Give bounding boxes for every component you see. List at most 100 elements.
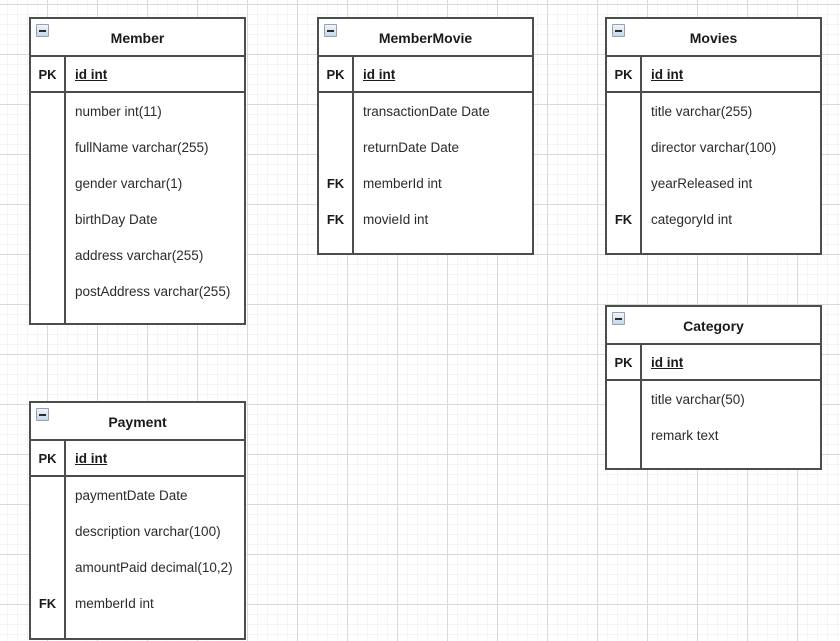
key-constraint-label (607, 93, 642, 129)
key-constraint-label: FK (607, 201, 642, 237)
key-constraint-label (31, 273, 66, 309)
field-row[interactable]: transactionDate Date (319, 93, 532, 129)
field-column-spacer (354, 237, 532, 253)
entity-bottom-spacer (319, 237, 532, 253)
key-constraint-label: PK (31, 57, 66, 91)
entity-bottom-spacer (607, 237, 820, 253)
field-definition-label: id int (75, 66, 108, 82)
key-constraint-label (31, 549, 66, 585)
key-constraint-label: PK (31, 441, 66, 475)
field-row[interactable]: postAddress varchar(255) (31, 273, 244, 309)
field-definition-label: id int (75, 450, 108, 466)
field-definition-label: number int(11) (75, 103, 162, 119)
entity-title-bar: Member (31, 19, 244, 57)
entity-bottom-spacer (31, 621, 244, 638)
field-row[interactable]: title varchar(50) (607, 381, 820, 417)
entity-title-bar: Payment (31, 403, 244, 441)
field-column-spacer (66, 621, 244, 638)
field-definition-label: title varchar(50) (651, 391, 745, 407)
field-definition-label: memberId int (363, 175, 442, 191)
key-constraint-label (607, 129, 642, 165)
field-definition-label: paymentDate Date (75, 487, 188, 503)
key-constraint-label: FK (319, 201, 354, 237)
primary-key-row[interactable]: PK id int (31, 57, 244, 93)
key-column-spacer (31, 309, 66, 323)
field-row[interactable]: paymentDate Date (31, 477, 244, 513)
collapse-minus-icon[interactable] (36, 24, 49, 37)
entity-name-label: MemberMovie (378, 30, 473, 46)
entity-title-bar: MemberMovie (319, 19, 532, 57)
field-row[interactable]: fullName varchar(255) (31, 129, 244, 165)
field-row[interactable]: amountPaid decimal(10,2) (31, 549, 244, 585)
field-definition-label: amountPaid decimal(10,2) (75, 559, 233, 575)
key-constraint-label (607, 417, 642, 453)
key-column-spacer (319, 237, 354, 253)
collapse-minus-icon[interactable] (612, 312, 625, 325)
field-row[interactable]: address varchar(255) (31, 237, 244, 273)
field-definition-label: birthDay Date (75, 211, 158, 227)
key-constraint-label: PK (319, 57, 354, 91)
entity-name-label: Movies (689, 30, 738, 46)
field-row[interactable]: director varchar(100) (607, 129, 820, 165)
field-column-spacer (66, 309, 244, 323)
collapse-minus-icon[interactable] (36, 408, 49, 421)
field-definition-label: transactionDate Date (363, 103, 490, 119)
entity-title-bar: Movies (607, 19, 820, 57)
entity-name-label: Category (683, 318, 744, 334)
field-row[interactable]: FK categoryId int (607, 201, 820, 237)
key-constraint-label (607, 165, 642, 201)
entity-field-list: PK id int number int(11) fullName varchar(2… (31, 57, 244, 323)
field-row[interactable]: birthDay Date (31, 201, 244, 237)
entity-name-label: Payment (108, 414, 167, 430)
key-constraint-label (319, 129, 354, 165)
entity-bottom-spacer (607, 453, 820, 468)
field-definition-label: address varchar(255) (75, 247, 204, 263)
key-constraint-label (31, 237, 66, 273)
field-definition-label: id int (363, 66, 396, 82)
key-column-spacer (607, 453, 642, 468)
field-definition-label: title varchar(255) (651, 103, 753, 119)
field-row[interactable]: returnDate Date (319, 129, 532, 165)
key-constraint-label (31, 477, 66, 513)
entity-bottom-spacer (31, 309, 244, 323)
collapse-minus-icon[interactable] (612, 24, 625, 37)
field-row[interactable]: yearReleased int (607, 165, 820, 201)
primary-key-row[interactable]: PK id int (319, 57, 532, 93)
field-row[interactable]: title varchar(255) (607, 93, 820, 129)
key-constraint-label (607, 381, 642, 417)
key-column-spacer (31, 621, 66, 638)
field-definition-label: movieId int (363, 211, 429, 227)
field-column-spacer (642, 237, 820, 253)
primary-key-row[interactable]: PK id int (607, 345, 820, 381)
key-constraint-label (319, 93, 354, 129)
field-definition-label: yearReleased int (651, 175, 753, 191)
key-constraint-label: FK (319, 165, 354, 201)
primary-key-row[interactable]: PK id int (31, 441, 244, 477)
field-row[interactable]: FK movieId int (319, 201, 532, 237)
key-constraint-label: PK (607, 345, 642, 379)
key-constraint-label (31, 201, 66, 237)
field-row[interactable]: FK memberId int (319, 165, 532, 201)
key-column-spacer (607, 237, 642, 253)
collapse-minus-icon[interactable] (324, 24, 337, 37)
field-row[interactable]: gender varchar(1) (31, 165, 244, 201)
entity-field-list: PK id int transactionDate Date returnDate D… (319, 57, 532, 253)
key-constraint-label (31, 513, 66, 549)
field-row[interactable]: remark text (607, 417, 820, 453)
key-constraint-label (31, 165, 66, 201)
field-definition-label: gender varchar(1) (75, 175, 183, 191)
field-row[interactable]: description varchar(100) (31, 513, 244, 549)
key-constraint-label: FK (31, 585, 66, 621)
field-definition-label: description varchar(100) (75, 523, 221, 539)
field-definition-label: id int (651, 354, 684, 370)
field-definition-label: categoryId int (651, 211, 733, 227)
field-row[interactable]: number int(11) (31, 93, 244, 129)
